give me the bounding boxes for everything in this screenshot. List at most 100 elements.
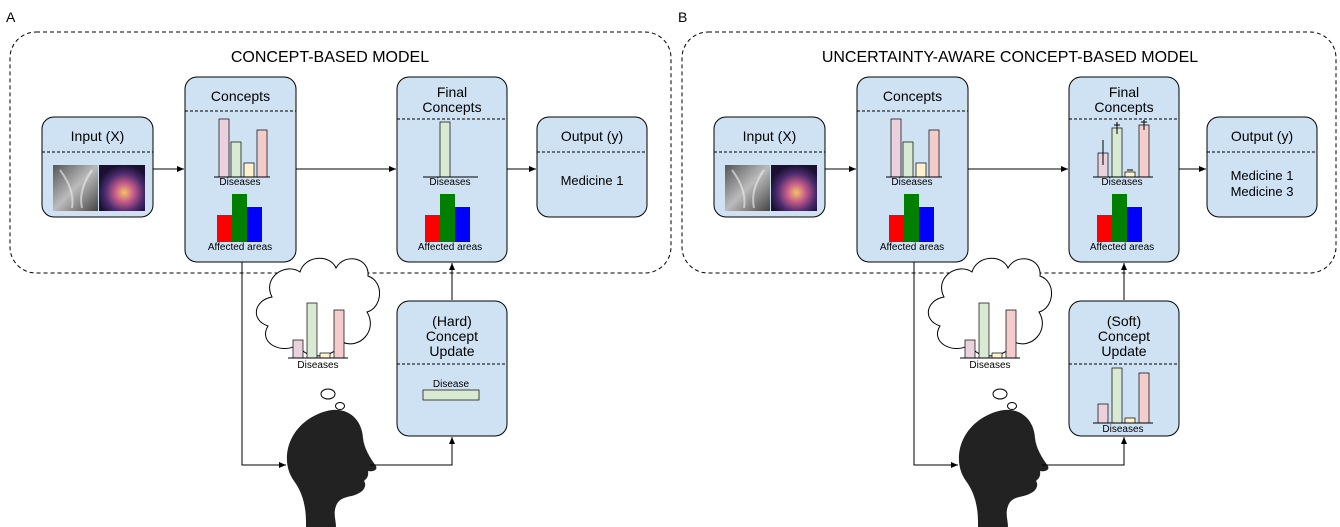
- area-bar: [425, 215, 440, 242]
- diseases-label: Diseases: [891, 177, 932, 188]
- thought-disease-bars: [960, 302, 1020, 359]
- update-content-label: Disease: [433, 379, 470, 390]
- disease-bar: [928, 129, 940, 178]
- area-bar: [1127, 207, 1142, 242]
- final-disease-bars: [1093, 120, 1153, 178]
- panel-a: A CONCEPT-BASED MODEL Input (X) Concepts: [6, 9, 672, 527]
- disease-bar: [915, 162, 927, 178]
- area-bars: [889, 194, 934, 242]
- diseases-label: Diseases: [1101, 177, 1142, 188]
- disease-bars: [214, 118, 270, 178]
- affected-areas-label: Affected areas: [418, 242, 482, 253]
- disease-bar: [306, 302, 318, 359]
- area-bars: [217, 194, 262, 242]
- disease-bar: [1138, 124, 1150, 178]
- final-concepts-box: Final Concepts Diseases Affected areas: [396, 76, 508, 263]
- area-bar: [440, 194, 455, 242]
- concepts-label: Concepts: [211, 88, 270, 104]
- arrow: [1042, 437, 1127, 466]
- disease-bar: [292, 339, 304, 359]
- model-title: CONCEPT-BASED MODEL: [231, 49, 429, 66]
- disease-bar: [902, 141, 914, 178]
- output-value: Medicine 3: [1231, 184, 1294, 199]
- area-bar: [919, 207, 934, 242]
- head-icon: [286, 409, 377, 527]
- area-bar: [904, 194, 919, 242]
- final-disease-bars: [423, 121, 478, 178]
- update-disease-bars: [1093, 367, 1153, 424]
- disease-bar: [333, 309, 345, 359]
- disease-bar: [1111, 367, 1123, 424]
- output-value: Medicine 1: [1231, 168, 1294, 183]
- affected-areas-label: Affected areas: [1090, 242, 1154, 253]
- disease-bar: [439, 121, 451, 178]
- update-content-label: Diseases: [1102, 424, 1143, 435]
- heatmap-image: [99, 165, 145, 211]
- concepts-box: Concepts Diseases Affected areas: [856, 76, 969, 263]
- thought-disease-bars: [288, 302, 348, 359]
- affected-areas-label: Affected areas: [880, 242, 944, 253]
- disease-bar: [256, 129, 268, 178]
- arrow: [241, 262, 286, 468]
- panel-b: B UNCERTAINTY-AWARE CONCEPT-BASED MODEL …: [678, 9, 1337, 527]
- thought-label: Diseases: [297, 360, 338, 371]
- disease-bar: [230, 141, 242, 178]
- arrow: [913, 262, 958, 468]
- thought-cloud: Diseases: [256, 257, 380, 410]
- model-boundary: [681, 31, 1337, 274]
- output-value: Medicine 1: [561, 173, 624, 188]
- concept-update-box: (Soft) Concept Update Diseases: [1068, 300, 1180, 437]
- output-label: Output (y): [1231, 128, 1293, 144]
- input-box: Input (X): [41, 116, 154, 218]
- concept-update-box: (Hard) Concept Update Disease: [396, 300, 508, 437]
- heatmap-image: [771, 165, 817, 211]
- update-label-line2: Concept: [426, 328, 478, 344]
- disease-bar: [1097, 403, 1109, 424]
- final-concepts-box: Final Concepts Diseases: [1068, 76, 1180, 263]
- area-bar: [232, 194, 247, 242]
- disease-bar: [1124, 417, 1136, 424]
- disease-bar: [218, 118, 230, 178]
- head-icon: [958, 409, 1049, 527]
- output-box: Output (y) Medicine 1: [536, 116, 648, 218]
- area-bar: [247, 207, 262, 242]
- disease-bar: [890, 118, 902, 178]
- arrow: [370, 437, 455, 466]
- concepts-label: Concepts: [883, 88, 942, 104]
- update-label-line2: Concept: [1098, 328, 1150, 344]
- area-bar: [217, 215, 232, 242]
- output-label: Output (y): [561, 128, 623, 144]
- disease-bar: [422, 389, 480, 401]
- input-label: Input (X): [71, 128, 125, 144]
- disease-bars: [886, 118, 942, 178]
- final-label-line2: Concepts: [1094, 99, 1153, 115]
- disease-bar: [243, 162, 255, 178]
- diseases-label: Diseases: [429, 177, 470, 188]
- update-label-line3: Update: [429, 343, 474, 359]
- disease-bar: [991, 352, 1003, 359]
- area-bar: [889, 215, 904, 242]
- panel-letter: A: [6, 9, 16, 25]
- update-label-line1: (Soft): [1107, 313, 1141, 329]
- update-label-line1: (Hard): [432, 313, 472, 329]
- thought-cloud: Diseases: [928, 257, 1052, 410]
- final-label-line2: Concepts: [422, 99, 481, 115]
- disease-bar: [1111, 127, 1123, 178]
- disease-bar: [1138, 372, 1150, 424]
- output-box: Output (y) Medicine 1 Medicine 3: [1206, 116, 1318, 218]
- thought-label: Diseases: [969, 360, 1010, 371]
- area-bar: [1112, 194, 1127, 242]
- panel-letter: B: [678, 9, 687, 25]
- update-label-line3: Update: [1101, 343, 1146, 359]
- final-label-line1: Final: [437, 84, 467, 100]
- final-area-bars: [425, 194, 470, 242]
- model-title: UNCERTAINTY-AWARE CONCEPT-BASED MODEL: [822, 49, 1198, 66]
- concepts-box: Concepts Diseases Affected areas: [184, 76, 297, 263]
- disease-bar: [964, 339, 976, 359]
- area-bar: [1097, 215, 1112, 242]
- final-label-line1: Final: [1109, 84, 1139, 100]
- disease-bar: [319, 352, 331, 359]
- disease-bar: [978, 302, 990, 359]
- input-box: Input (X): [713, 116, 826, 218]
